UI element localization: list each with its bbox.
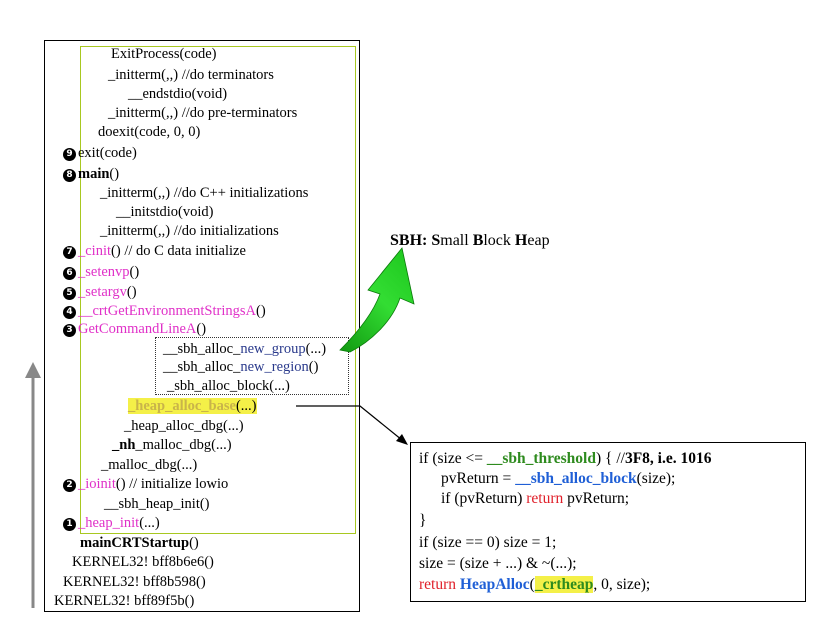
step-badge-9: 9 [63,148,76,161]
sbh-internals-box [155,337,349,395]
stack-line-sbh-heap-init: __sbh_heap_init() [104,496,210,512]
sbh-definition: SBH: Small Block Heap [390,232,550,249]
code-line-3: if (pvReturn) return pvReturn; [441,490,630,507]
stack-line-doexit: doexit(code, 0, 0) [98,124,201,140]
stack-line-kernel32-1: KERNEL32! bff8b6e6() [72,554,214,570]
step-badge-5: 5 [63,287,76,300]
stack-line-initterm-cpp: _initterm(,,) //do C++ initializations [100,185,309,201]
stack-line-exitprocess: ExitProcess(code) [111,46,217,62]
stack-line-initterm-terminators: _initterm(,,) //do terminators [108,67,274,83]
stack-line-setenvp: 6_setenvp() [63,263,139,281]
stack-line-nh-malloc-dbg: _nh_malloc_dbg(...) [112,437,232,453]
stack-direction-arrow [25,362,41,608]
connector-arrow [296,405,408,445]
call-stack-frame [44,40,360,612]
code-line-6: size = (size + ...) & ~(...); [419,555,577,572]
code-line-1: if (size <= __sbh_threshold) { //3F8, i.… [419,450,712,467]
stack-line-ioinit: 2_ioinit() // initialize lowio [63,475,228,493]
step-badge-4: 4 [63,306,76,319]
code-line-5: if (size == 0) size = 1; [419,534,557,551]
stack-line-kernel32-2: KERNEL32! bff8b598() [63,574,206,590]
step-badge-3: 3 [63,324,76,337]
stack-line-kernel32-3: KERNEL32! bff89f5b() [54,593,195,609]
step-badge-8: 8 [63,169,76,182]
code-line-4: } [419,512,427,529]
heap-alloc-base-code-box: if (size <= __sbh_threshold) { //3F8, i.… [410,442,806,602]
stack-line-malloc-dbg: _malloc_dbg(...) [101,457,198,473]
stack-line-setargv: 5_setargv() [63,283,137,301]
stack-line-heap-alloc-base: _heap_alloc_base(...) [128,398,257,414]
step-badge-1: 1 [63,518,76,531]
stack-line-crtgetenvironmentstrings: 4__crtGetEnvironmentStringsA() [63,302,266,320]
code-line-2: pvReturn = __sbh_alloc_block(size); [441,470,676,487]
stack-line-endstdio: __endstdio(void) [128,86,228,102]
runtime-init-group-box [80,46,356,534]
sbh-green-arrow [339,247,415,353]
stack-line-cinit: 7_cinit() // do C data initialize [63,242,246,260]
step-badge-2: 2 [63,479,76,492]
stack-line-heap-alloc-dbg: _heap_alloc_dbg(...) [124,418,244,434]
code-line-7: return HeapAlloc(_crtheap, 0, size); [419,576,651,593]
stack-line-initterm-preterminators: _initterm(,,) //do pre-terminators [108,105,298,121]
sbh-alloc-new-group: __sbh_alloc_new_group(...) [163,341,327,357]
stack-line-heap-init: 1_heap_init(...) [63,514,160,532]
stack-line-initterm-c: _initterm(,,) //do initializations [100,223,279,239]
step-badge-6: 6 [63,267,76,280]
sbh-alloc-new-region: __sbh_alloc_new_region() [163,359,319,375]
sbh-alloc-block: _sbh_alloc_block(...) [167,378,290,394]
stack-line-initstdio: __initstdio(void) [116,204,214,220]
stack-line-maincrtstartup: mainCRTStartup() [80,535,199,551]
step-badge-7: 7 [63,246,76,259]
